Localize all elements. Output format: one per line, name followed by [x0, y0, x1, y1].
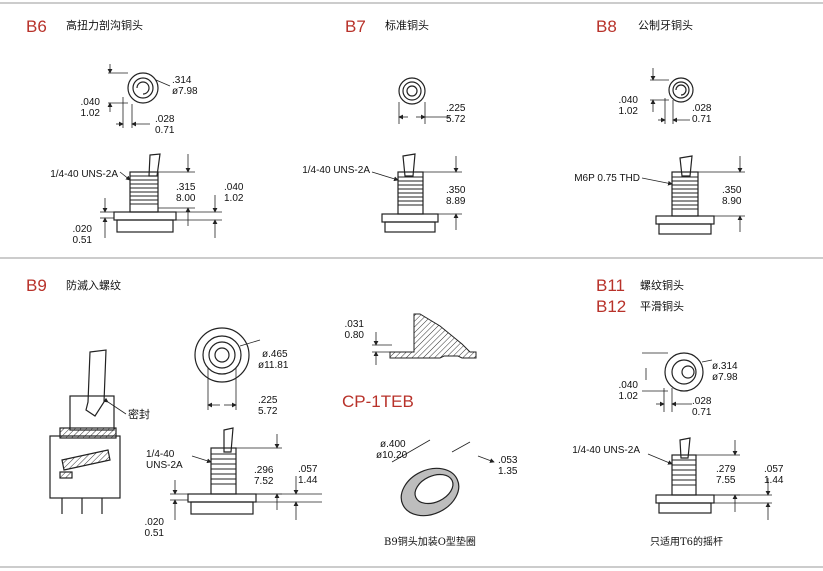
b8-side-view — [641, 155, 745, 235]
b8-d2-mm: 0.71 — [692, 114, 712, 125]
b7-len-in: .350 — [446, 185, 466, 196]
b11-caption: 只适用T6的摇杆 — [650, 537, 724, 548]
b6-code: B6 — [26, 17, 47, 36]
b6-len-in: .315 — [176, 182, 196, 193]
b8-top-view — [650, 68, 694, 124]
b6-title: 高扭力剖沟铜头 — [66, 20, 143, 32]
b7-top-view — [398, 77, 450, 124]
b6-top-view — [107, 64, 171, 128]
b11-code: B11 — [596, 276, 625, 295]
b11-wall-mm: 1.44 — [764, 475, 784, 486]
b8-title: 公制牙铜头 — [638, 20, 693, 32]
b8-d1-mm: 1.02 — [618, 106, 638, 117]
b11-side-view — [647, 437, 772, 520]
b8-code: B8 — [596, 17, 617, 36]
b9-seal-label: 密封 — [128, 409, 150, 421]
b6-base-in: .020 — [72, 224, 92, 235]
b11-d1-in: .040 — [618, 380, 638, 391]
b11-thread: 1/4-40 UNS-2A — [572, 445, 640, 456]
cp-dia-mm: ø10.20 — [376, 450, 408, 461]
cp-thk-mm: 1.35 — [498, 466, 518, 477]
cp-code: CP-1TEB — [342, 392, 414, 411]
b6-dia-mm: ø7.98 — [172, 86, 198, 97]
b6-d1-in: .040 — [80, 97, 100, 108]
b7-len-mm: 8.89 — [446, 196, 466, 207]
b9-width-in: .225 — [258, 395, 278, 406]
b8-d1-in: .040 — [618, 95, 638, 106]
b6-d2-in: .028 — [155, 114, 175, 125]
b9-side-view — [170, 427, 322, 520]
b7-thread: 1/4-40 UNS-2A — [302, 165, 370, 176]
b9-dia-mm: ø11.81 — [258, 360, 289, 371]
b11-d1-mm: 1.02 — [618, 391, 638, 402]
b8-len-mm: 8.90 — [722, 196, 742, 207]
cp-caption: B9铜头加装O型垫圈 — [384, 537, 476, 548]
b11-dia-mm: ø7.98 — [712, 372, 738, 383]
b12-code: B12 — [596, 297, 627, 316]
cp-thk-in: .053 — [498, 455, 518, 466]
b6-wall-in: .040 — [224, 182, 244, 193]
cp-washer-ring — [391, 439, 495, 517]
b9-thread-2: UNS-2A — [146, 460, 183, 471]
b11-d2-in: .028 — [692, 396, 712, 407]
b6-wall-mm: 1.02 — [224, 193, 244, 204]
b7-side-view — [371, 153, 462, 233]
b9-base-mm: 0.51 — [144, 528, 164, 539]
b11-len-mm: 7.55 — [716, 475, 736, 486]
b9-width-mm: 5.72 — [258, 406, 278, 417]
b11-len-in: .279 — [716, 464, 736, 475]
b7-code: B7 — [345, 17, 366, 36]
b9-top-view — [194, 327, 261, 410]
b12-title: 平滑铜头 — [640, 301, 684, 313]
b9-code: B9 — [26, 276, 47, 295]
b7-title: 标准铜头 — [385, 20, 429, 32]
b9-wall-mm: 1.44 — [298, 475, 318, 486]
b8-thread: M6P 0.75 THD — [574, 173, 640, 184]
b9-wall-in: .057 — [298, 464, 318, 475]
b11-top-view — [642, 352, 713, 412]
b9-title: 防滅入螺纹 — [66, 280, 121, 292]
b6-thread: 1/4-40 UNS-2A — [50, 169, 118, 180]
b9-thread-1: 1/4-40 — [146, 449, 175, 460]
b6-d1-mm: 1.02 — [80, 108, 100, 119]
b11-d2-mm: 0.71 — [692, 407, 712, 418]
b7-dia-mm: 5.72 — [446, 114, 466, 125]
b6-d2-mm: 0.71 — [155, 125, 175, 136]
b9-base-in: .020 — [144, 517, 164, 528]
b11-wall-in: .057 — [764, 464, 784, 475]
b11-title: 螺纹铜头 — [640, 280, 684, 292]
b8-d2-in: .028 — [692, 103, 712, 114]
b6-len-mm: 8.00 — [176, 193, 196, 204]
cp-dia-in: ø.400 — [380, 439, 406, 450]
b9-len-in: .296 — [254, 465, 274, 476]
b9-dia-in: ø.465 — [262, 349, 288, 360]
cp-washer-section — [372, 313, 477, 365]
b6-dia-in: .314 — [172, 75, 192, 86]
b6-side-view — [100, 153, 222, 238]
b7-dia-in: .225 — [446, 103, 466, 114]
b9-switch-section — [49, 349, 127, 514]
cp-step-in: .031 — [344, 319, 364, 330]
b9-len-mm: 7.52 — [254, 476, 274, 487]
b11-dia-in: ø.314 — [712, 361, 738, 372]
cp-step-mm: 0.80 — [344, 330, 364, 341]
b6-base-mm: 0.51 — [72, 235, 92, 246]
b8-len-in: .350 — [722, 185, 742, 196]
